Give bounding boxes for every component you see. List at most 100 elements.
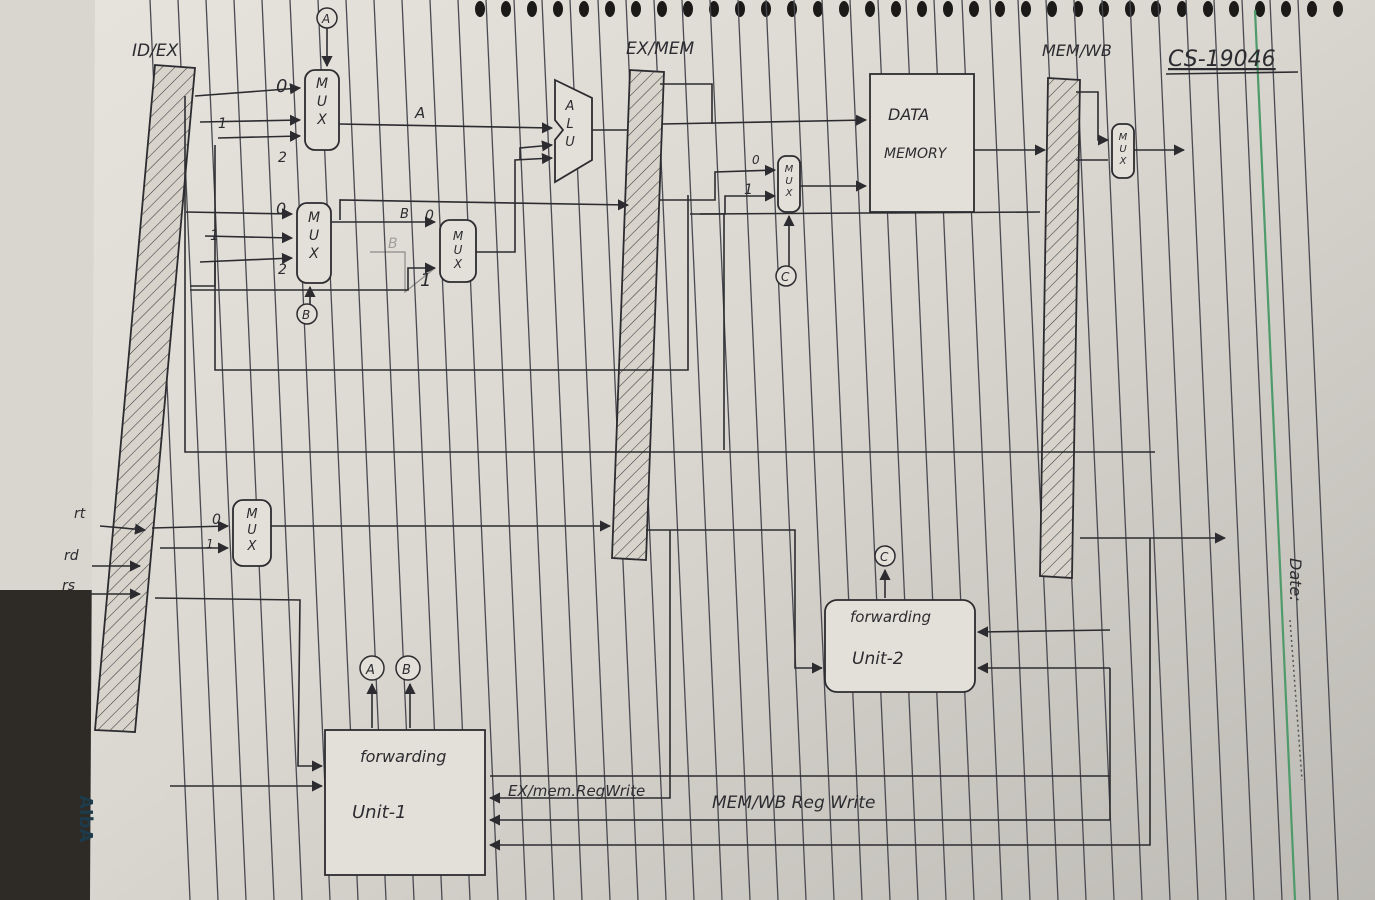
field-rd: rd bbox=[64, 548, 79, 564]
forwarding-unit-1 bbox=[324, 729, 486, 876]
mux-a-in-0: 0 bbox=[276, 76, 287, 97]
mux-mem bbox=[777, 155, 801, 213]
data-memory bbox=[869, 73, 975, 213]
selector-a-top-label: A bbox=[321, 12, 330, 26]
ruled-line bbox=[1101, 0, 1143, 900]
id-ex-label: ID/EX bbox=[132, 41, 179, 61]
ruled-line bbox=[1241, 0, 1283, 900]
ruled-line bbox=[681, 0, 723, 900]
spiral-hole bbox=[1021, 1, 1031, 17]
ruled-line bbox=[1185, 0, 1227, 900]
spiral-hole bbox=[943, 1, 953, 17]
spiral-hole bbox=[891, 1, 901, 17]
mux-b-in-2: 2 bbox=[278, 262, 287, 278]
forwarding-unit-2 bbox=[824, 599, 976, 693]
spiral-hole bbox=[657, 1, 667, 17]
alu bbox=[554, 78, 593, 184]
mux-b bbox=[296, 202, 332, 284]
mux-mem-in-1: 1 bbox=[744, 182, 753, 198]
mux-reg-dst bbox=[232, 499, 272, 567]
ruled-line bbox=[793, 0, 835, 900]
spiral-hole bbox=[475, 1, 485, 17]
mux-a bbox=[304, 69, 340, 151]
field-rt: rt bbox=[74, 506, 86, 522]
ruled-line bbox=[1213, 0, 1255, 900]
selector-b-out bbox=[395, 655, 421, 681]
spiral-hole bbox=[1177, 1, 1187, 17]
mem-wb-register bbox=[1039, 77, 1081, 579]
spiral-hole bbox=[553, 1, 563, 17]
spiral-binding bbox=[475, 1, 1343, 17]
ruled-line bbox=[457, 0, 499, 900]
spiral-hole bbox=[709, 1, 719, 17]
ruled-line bbox=[1297, 0, 1339, 900]
spiral-hole bbox=[683, 1, 693, 17]
mem-wb-regwrite-label: MEM/WB Reg Write bbox=[712, 793, 876, 813]
spiral-hole bbox=[1047, 1, 1057, 17]
spiral-hole bbox=[501, 1, 511, 17]
brand-logo: AIbA bbox=[75, 795, 96, 843]
margin-line bbox=[1253, 9, 1297, 900]
spiral-hole bbox=[917, 1, 927, 17]
mux-reg-dst-in-0: 0 bbox=[212, 512, 221, 528]
spiral-hole bbox=[813, 1, 823, 17]
selector-c-bottom bbox=[775, 265, 797, 287]
course-code-underline bbox=[1165, 71, 1299, 75]
spiral-hole bbox=[787, 1, 797, 17]
mux-alu-src bbox=[439, 219, 477, 283]
spiral-hole bbox=[995, 1, 1005, 17]
mux-mem-in-0: 0 bbox=[752, 153, 760, 167]
mux-alu-src-in-0: 0 bbox=[425, 208, 434, 224]
ruled-line bbox=[289, 0, 331, 900]
datapath-wires bbox=[88, 83, 1227, 851]
ruled-line bbox=[233, 0, 275, 900]
ex-mem-register bbox=[611, 69, 665, 561]
ruled-line bbox=[821, 0, 863, 900]
field-rs: rs bbox=[62, 578, 75, 594]
forwarding-unit-1-line2: Unit-1 bbox=[352, 802, 407, 823]
spiral-hole bbox=[865, 1, 875, 17]
ruled-line bbox=[765, 0, 807, 900]
spiral-hole bbox=[605, 1, 615, 17]
spiral-hole bbox=[1099, 1, 1109, 17]
mux-alu-src-in-1: 1 bbox=[420, 270, 431, 291]
selector-c-bottom-label: C bbox=[781, 270, 790, 284]
data-memory-line1: DATA bbox=[888, 105, 929, 124]
selector-b-bottom bbox=[296, 303, 318, 325]
forwarding-unit-1-line1: forwarding bbox=[360, 747, 446, 766]
mux-reg-dst-in-1: 1 bbox=[206, 537, 214, 551]
selector-b-bottom-label: B bbox=[302, 308, 310, 322]
spiral-hole bbox=[1333, 1, 1343, 17]
spiral-hole bbox=[735, 1, 745, 17]
spiral-hole bbox=[1307, 1, 1317, 17]
selector-a-out-label: A bbox=[365, 663, 375, 678]
forwarding-unit-2-line2: Unit-2 bbox=[852, 649, 904, 669]
ruled-line bbox=[205, 0, 247, 900]
course-code: CS-19046 bbox=[1168, 47, 1276, 72]
selector-c-out-label: C bbox=[880, 550, 889, 564]
selector-a-out bbox=[359, 655, 385, 681]
wire-b-label: B bbox=[400, 207, 409, 222]
spiral-hole bbox=[631, 1, 641, 17]
ruled-line bbox=[737, 0, 779, 900]
ruled-line bbox=[261, 0, 303, 900]
ruled-line bbox=[849, 0, 891, 900]
mem-wb-label: MEM/WB bbox=[1042, 41, 1112, 60]
selector-c-out bbox=[874, 545, 896, 567]
wire-b-faded-label: B bbox=[388, 236, 398, 252]
mux-a-in-2: 2 bbox=[278, 150, 287, 166]
ruled-line bbox=[1073, 0, 1115, 900]
spiral-hole bbox=[579, 1, 589, 17]
spiral-hole bbox=[1151, 1, 1161, 17]
spiral-hole bbox=[1229, 1, 1239, 17]
paper-shadow bbox=[90, 0, 1375, 900]
spiral-hole bbox=[1255, 1, 1265, 17]
date-label: Date: bbox=[1286, 558, 1305, 602]
